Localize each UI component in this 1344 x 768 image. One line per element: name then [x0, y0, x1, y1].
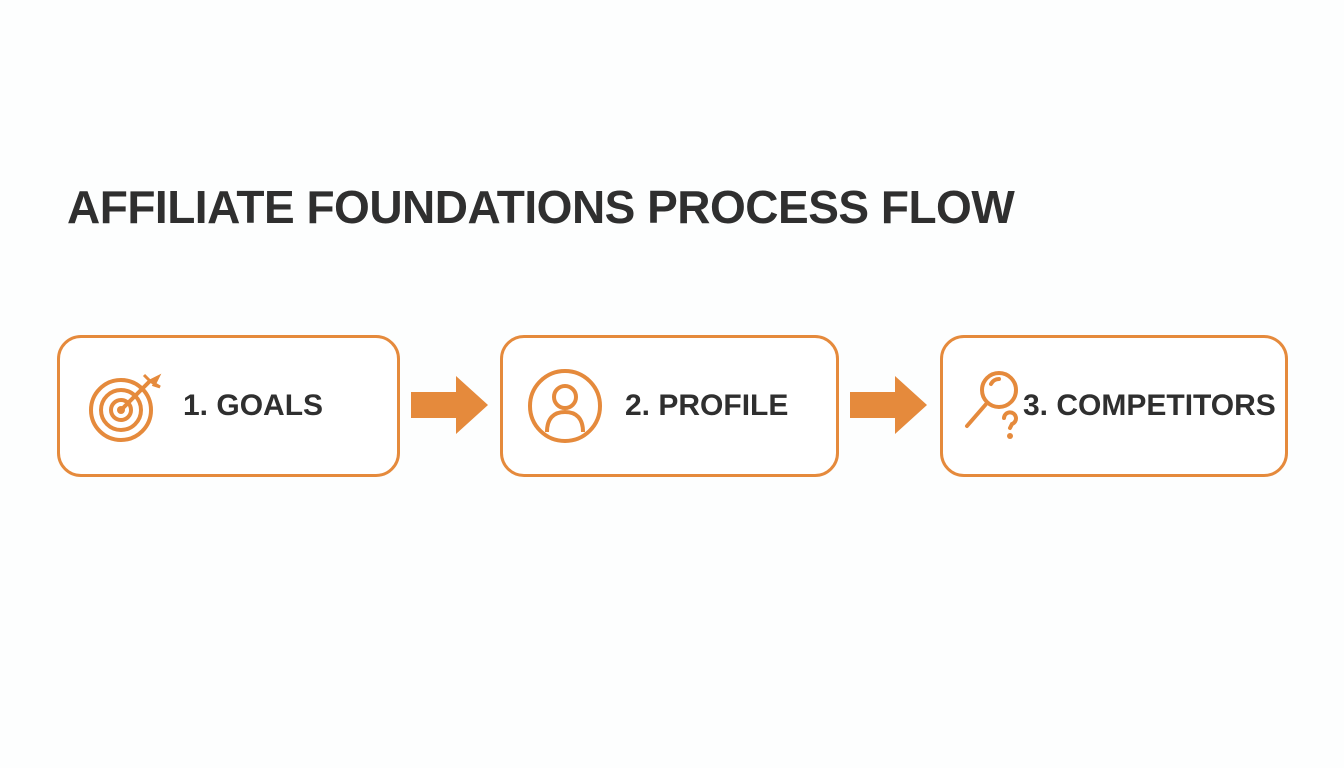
step-competitors: 3. COMPETITORS	[940, 335, 1288, 477]
step-label: 1. GOALS	[183, 389, 324, 422]
step-label: 3. COMPETITORS	[1023, 389, 1276, 422]
diagram-title: AFFILIATE FOUNDATIONS PROCESS FLOW	[67, 181, 1015, 233]
arrow-right-icon	[411, 376, 488, 434]
target-icon	[89, 373, 162, 442]
step-goals: 1. GOALS	[57, 335, 400, 477]
step-profile: 2. PROFILE	[500, 335, 839, 477]
magnifier-question-icon	[965, 371, 1018, 439]
user-profile-icon	[528, 369, 602, 443]
step-label: 2. PROFILE	[625, 389, 789, 422]
arrow-right-icon	[850, 376, 927, 434]
